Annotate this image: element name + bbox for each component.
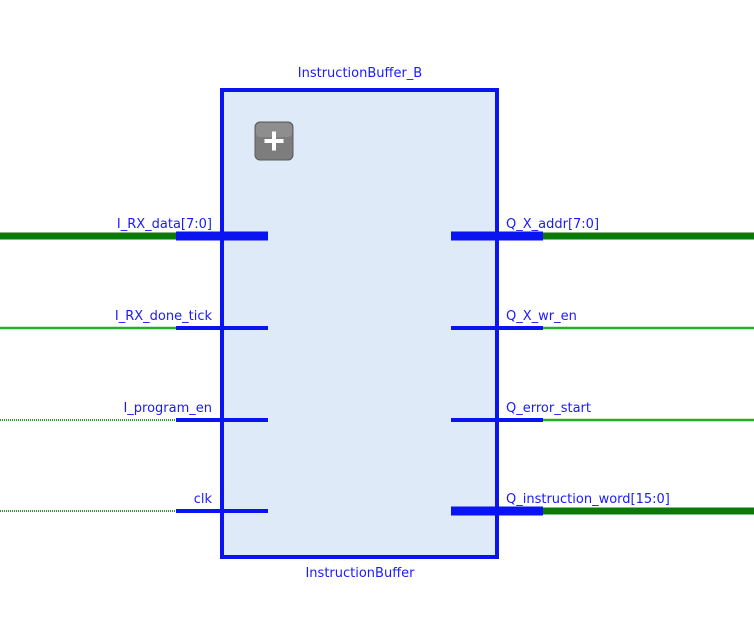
output-pin-label-0: Q_X_addr[7:0] (506, 217, 599, 232)
block-instance-name: InstructionBuffer_B (298, 66, 422, 81)
output-pin-label-1: Q_X_wr_en (506, 309, 577, 324)
block-module-name: InstructionBuffer (305, 566, 415, 581)
input-pin-label-1: I_RX_done_tick (115, 309, 213, 324)
expand-button[interactable] (254, 121, 294, 161)
input-pin-label-0: I_RX_data[7:0] (117, 217, 212, 232)
block-body[interactable] (220, 88, 499, 559)
output-pin-label-3: Q_instruction_word[15:0] (506, 492, 670, 507)
input-pin-label-3: clk (194, 492, 213, 507)
input-pin-label-2: I_program_en (123, 401, 212, 416)
output-pin-label-2: Q_error_start (506, 401, 591, 416)
ports-layer: I_RX_data[7:0] I_RX_done_tickI_program_en… (0, 217, 754, 516)
plus-icon (264, 131, 284, 151)
